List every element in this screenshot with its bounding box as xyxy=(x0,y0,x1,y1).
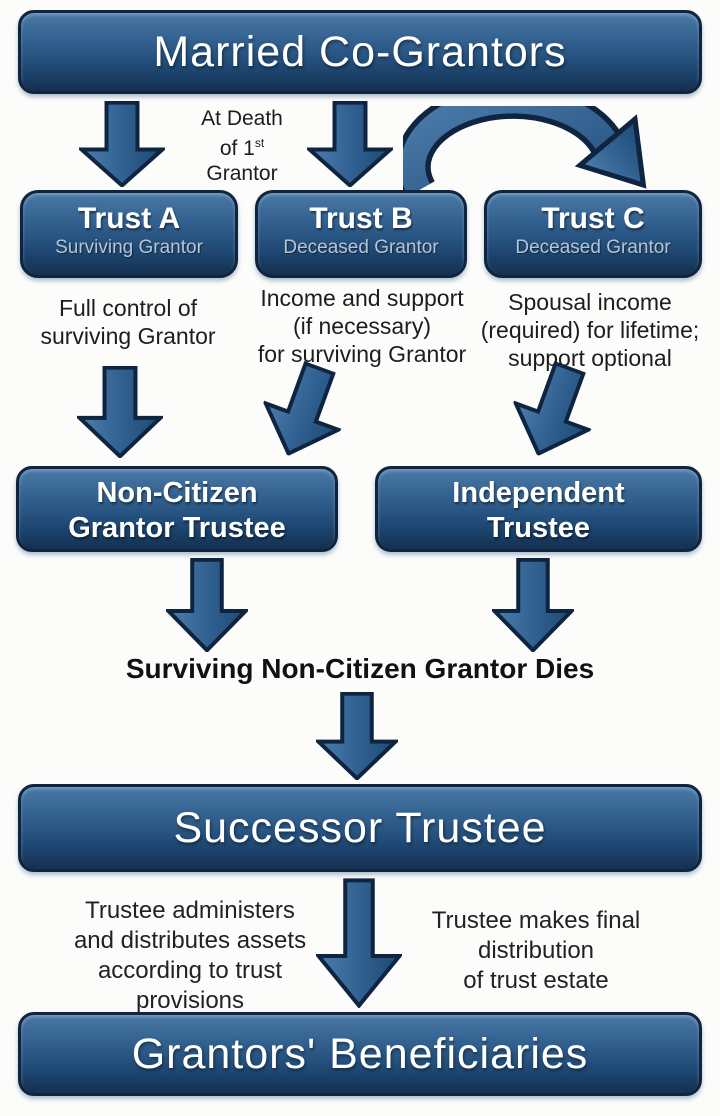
node-married-co-grantors: Married Co-Grantors xyxy=(18,10,702,94)
arrow-down-icon xyxy=(492,558,574,652)
successor-note-left: Trustee administers and distributes asse… xyxy=(73,897,307,1014)
arrow-down-left-icon xyxy=(249,353,358,469)
arrow-down-icon xyxy=(316,692,398,780)
married-co-grantors-title: Married Co-Grantors xyxy=(153,28,567,76)
node-trust-b: Trust B Deceased Grantor xyxy=(255,190,467,278)
curved-arrow-icon xyxy=(403,106,671,192)
trust-b-subtitle: Deceased Grantor xyxy=(283,237,439,258)
successor-note-right: Trustee makes final distribution of trus… xyxy=(431,907,641,994)
non-citizen-grantor-trustee-title: Non-Citizen Grantor Trustee xyxy=(68,477,286,544)
grantors-beneficiaries-title: Grantors' Beneficiaries xyxy=(131,1030,589,1078)
node-trust-a: Trust A Surviving Grantor xyxy=(20,190,238,278)
trust-a-note: Full control of surviving Grantor xyxy=(40,295,216,349)
successor-trustee-title: Successor Trustee xyxy=(173,804,547,852)
grantor-dies-label: Surviving Non-Citizen Grantor Dies xyxy=(125,653,595,684)
node-non-citizen-grantor-trustee: Non-Citizen Grantor Trustee xyxy=(16,466,338,552)
arrow-down-icon xyxy=(166,558,248,652)
arrow-down-icon xyxy=(77,366,163,458)
trust-b-title: Trust B xyxy=(309,202,413,235)
at-death-label: At Death of 1st Grantor xyxy=(201,107,283,185)
arrow-down-left-icon xyxy=(499,353,608,469)
node-trust-c: Trust C Deceased Grantor xyxy=(484,190,702,278)
trust-b-note: Income and support (if necessary) for su… xyxy=(257,285,467,367)
arrow-down-icon xyxy=(79,101,165,187)
trust-c-subtitle: Deceased Grantor xyxy=(515,237,671,258)
node-grantors-beneficiaries: Grantors' Beneficiaries xyxy=(18,1012,702,1096)
arrow-down-icon xyxy=(307,101,393,187)
trust-c-note: Spousal income (required) for lifetime; … xyxy=(480,289,700,371)
trust-a-title: Trust A xyxy=(77,202,181,235)
independent-trustee-title: Independent Trustee xyxy=(452,477,625,544)
trust-a-subtitle: Surviving Grantor xyxy=(55,237,203,258)
node-independent-trustee: Independent Trustee xyxy=(375,466,702,552)
arrow-down-icon xyxy=(316,878,402,1008)
node-successor-trustee: Successor Trustee xyxy=(18,784,702,872)
trust-c-title: Trust C xyxy=(541,202,645,235)
